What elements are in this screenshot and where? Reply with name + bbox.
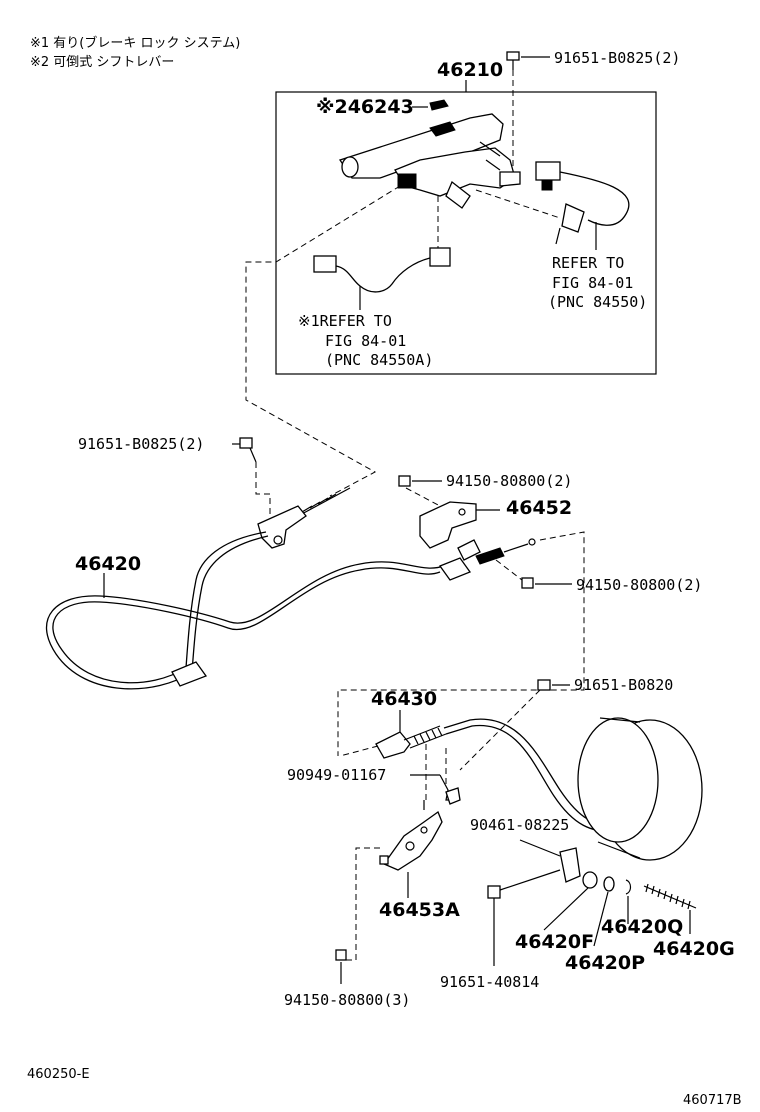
nut-94150-a-label[interactable]: 94150-80800(2) [446, 472, 572, 490]
spring-46420g-icon [643, 883, 697, 934]
bracket-46452-icon [419, 501, 500, 549]
part-46453a-label[interactable]: 46453A [379, 899, 460, 921]
refer-1-line-2: FIG 84-01 [552, 274, 633, 292]
bolt-top-label[interactable]: 91651-B0825(2) [554, 49, 680, 67]
refer-1-line-3: (PNC 84550) [548, 293, 647, 311]
nut-94150-b-label[interactable]: 94150-80800(2) [576, 576, 702, 594]
lever-handle-icon [338, 113, 521, 209]
part-46430-label[interactable]: 46430 [371, 688, 437, 710]
nut-94150-c-label[interactable]: 94150-80800(3) [284, 991, 410, 1009]
front-cable-46420-icon [45, 487, 585, 756]
nut-94150-b-icon [495, 559, 572, 589]
part-46210-label[interactable]: 46210 [437, 59, 503, 81]
part-90461-label[interactable]: 90461-08225 [470, 816, 569, 834]
footer-left-code: 460250-E [27, 1067, 90, 1082]
lever-46453a-icon [379, 744, 447, 898]
bolt-91651-b0820-label[interactable]: 91651-B0820 [574, 676, 673, 694]
part-46420q-label[interactable]: 46420Q [601, 916, 683, 938]
part-46243-label[interactable]: ※246243 [316, 96, 414, 118]
part-46420-label[interactable]: 46420 [75, 553, 141, 575]
bolt-top-icon [506, 51, 550, 178]
bolt-91651-40814-icon [487, 869, 561, 966]
part-46420f-label[interactable]: 46420F [515, 931, 594, 953]
switch-connector-right-icon [535, 161, 630, 250]
bolt-left-icon [232, 437, 271, 520]
nut-94150-a-icon [398, 475, 442, 507]
note-2: ※2 可倒式 シフトレバー [30, 55, 174, 70]
footer-right-code: 460717B [683, 1093, 742, 1108]
bolt-91651-40814-label[interactable]: 91651-40814 [440, 973, 539, 991]
brake-drum-icon [577, 717, 703, 861]
refer-2-line-1: ※1REFER TO [298, 312, 392, 330]
switch-connector-left-icon [313, 247, 451, 310]
bolt-91651-b0820-icon [459, 679, 570, 771]
part-46420g-label[interactable]: 46420G [653, 938, 735, 960]
note-1: ※1 有り(ブレーキ ロック システム) [30, 35, 240, 51]
lever-assembly-box [275, 80, 657, 375]
refer-2-line-3: (PNC 84550A) [325, 351, 433, 369]
nut-94150-c-icon [335, 847, 382, 984]
clip-90949-icon [410, 774, 461, 805]
clip-46420p-icon [593, 876, 615, 947]
refer-2-line-2: FIG 84-01 [325, 332, 406, 350]
part-46452-label[interactable]: 46452 [506, 497, 572, 519]
washer-46420f-icon [543, 871, 598, 931]
refer-1-line-1: REFER TO [552, 254, 624, 272]
part-46420p-label[interactable]: 46420P [565, 952, 645, 974]
knob-46243-icon [429, 99, 449, 111]
clip-90949-label[interactable]: 90949-01167 [287, 766, 386, 784]
bolt-left-label[interactable]: 91651-B0825(2) [78, 435, 204, 453]
spring-46420q-icon [625, 879, 632, 924]
clip-90461-icon [559, 847, 581, 883]
